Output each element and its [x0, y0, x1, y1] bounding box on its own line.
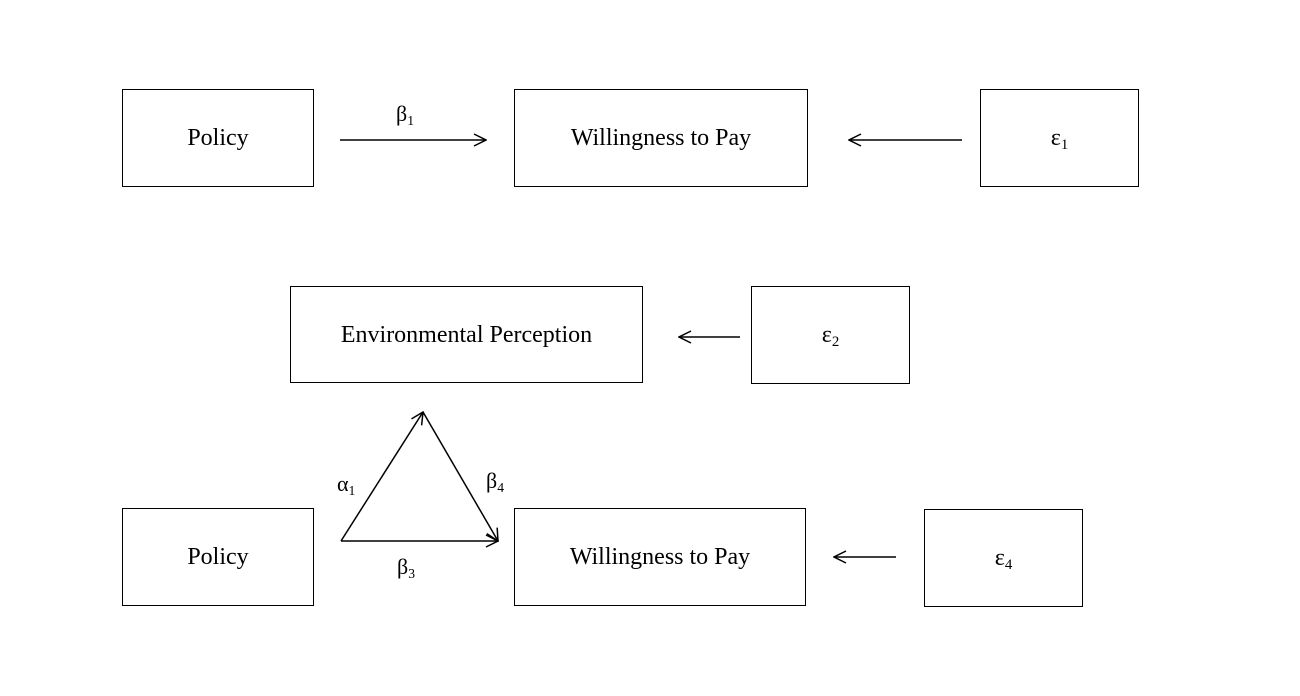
perception-box: Environmental Perception [290, 286, 643, 383]
wtp-label-2: Willingness to Pay [569, 544, 751, 570]
beta4-label: β4 [486, 468, 505, 495]
arrow-policy-to-perception [340, 412, 423, 542]
error-box-2: ε2 [751, 286, 910, 384]
arrow-perception-to-wtp-2 [422, 411, 498, 541]
error-box-1: ε1 [980, 89, 1139, 187]
policy-box-2: Policy [122, 508, 314, 606]
wtp-box-2: Willingness to Pay [514, 508, 806, 606]
error-label-1: ε1 [1050, 125, 1069, 154]
perception-label: Environmental Perception [340, 321, 593, 348]
error-box-4: ε4 [924, 509, 1083, 607]
wtp-box-1: Willingness to Pay [514, 89, 808, 187]
beta3-label: β3 [397, 554, 416, 581]
policy-label-1: Policy [187, 125, 249, 151]
policy-label-2: Policy [187, 544, 249, 570]
beta1-label: β1 [396, 101, 415, 128]
error-label-4: ε4 [994, 545, 1013, 574]
wtp-label-1: Willingness to Pay [570, 125, 752, 151]
alpha1-label: α1 [337, 471, 356, 498]
policy-box-1: Policy [122, 89, 314, 187]
error-label-2: ε2 [821, 322, 840, 351]
